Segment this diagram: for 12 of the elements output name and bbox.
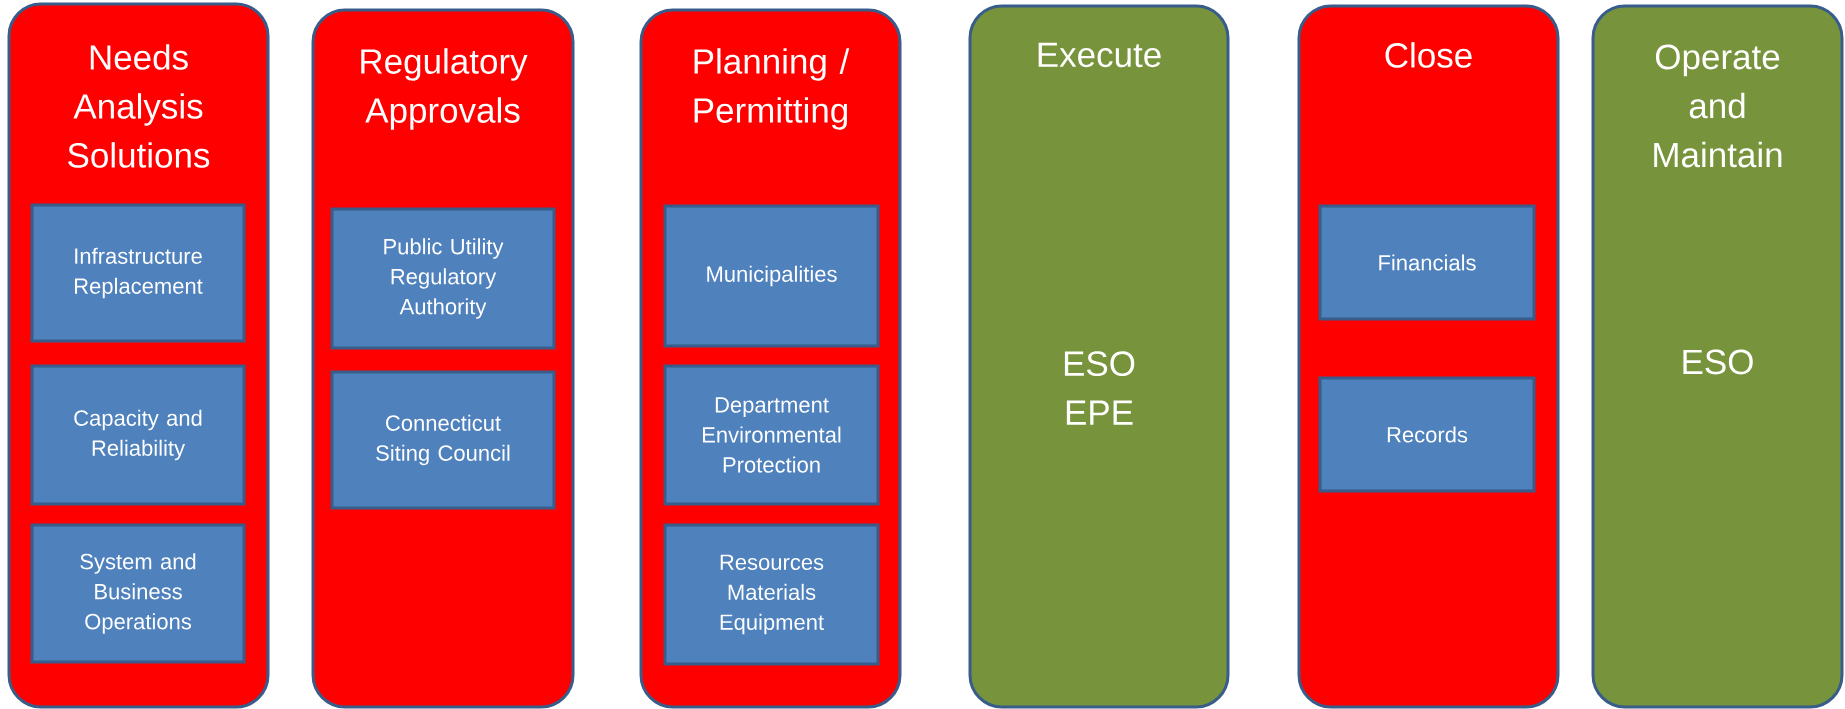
category-box: Connecticut Siting Council [330,370,556,510]
category-box: Records [1318,376,1536,493]
category-box: Department Environmental Protection [663,364,880,506]
category-box: Infrastructure Replacement [30,203,246,343]
category-box: System and Business Operations [30,523,246,664]
stage-column: Execute ESO EPE [968,4,1230,709]
stage-column: Operate and Maintain ESO [1591,4,1844,709]
category-box: Public Utility Regulatory Authority [330,207,556,350]
category-box: Capacity and Reliability [30,364,246,506]
category-box: Municipalities [663,204,880,348]
category-box: Resources Materials Equipment [663,523,880,666]
category-box: Financials [1318,204,1536,321]
